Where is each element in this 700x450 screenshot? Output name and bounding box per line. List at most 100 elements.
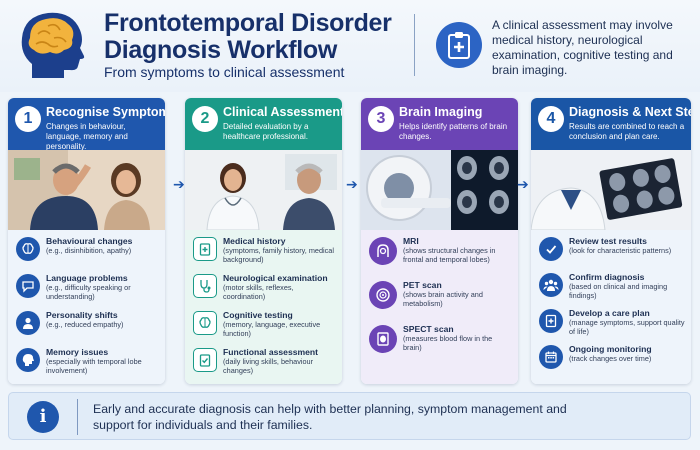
checklist-icon (193, 348, 217, 372)
header-note: A clinical assessment may involve medica… (492, 18, 673, 77)
item-title: Personality shifts (46, 310, 118, 320)
item-description: (manage symptoms, support quality of lif… (569, 318, 685, 336)
brain-icon (193, 311, 217, 335)
medical-clipboard-icon (436, 22, 482, 68)
list-item: Confirm diagnosis(based on clinical and … (539, 272, 685, 308)
step-title: Clinical Assessment (223, 105, 342, 119)
item-description: (track changes over time) (569, 354, 652, 363)
arrow-right-icon: ➔ (173, 176, 185, 192)
item-title: Ongoing monitoring (569, 344, 652, 354)
step-header: 1 Recognise Symptoms Changes in behaviou… (8, 98, 165, 151)
symptom-list: Behavioural changes(e.g., disinhibition,… (8, 230, 165, 384)
list-item: Personality shifts(e.g., reduced empathy… (16, 310, 159, 347)
item-title: Neurological examination (223, 273, 328, 283)
item-title: Functional assessment (223, 347, 319, 357)
step-card-diagnosis-next-steps: 4 Diagnosis & Next Steps Results are com… (531, 98, 691, 384)
list-item: Neurological examination(motor skills, r… (193, 273, 336, 310)
footer-info-box: i Early and accurate diagnosis can help … (8, 392, 691, 440)
brain-icon (16, 237, 40, 261)
check-circle-icon (539, 237, 563, 261)
list-item: Behavioural changes(e.g., disinhibition,… (16, 236, 159, 273)
list-item: Ongoing monitoring(track changes over ti… (539, 344, 685, 380)
item-description: (shows brain activity and metabolism) (403, 290, 483, 308)
item-description: (e.g., reduced empathy) (46, 320, 124, 329)
item-description: (measures blood flow in the brain) (403, 334, 493, 352)
item-title: Medical history (223, 236, 286, 246)
step-title: Diagnosis & Next Steps (569, 105, 691, 119)
step-number: 4 (538, 106, 564, 132)
item-title: MRI (403, 236, 419, 246)
spect-scan-icon (369, 325, 397, 353)
step-title: Brain Imaging (399, 105, 483, 119)
step-card-clinical-assessment: 2 Clinical Assessment Detailed evaluatio… (185, 98, 342, 384)
item-description: (look for characteristic patterns) (569, 246, 672, 255)
illustration-doctor-reviewing-scans (531, 150, 691, 230)
imaging-list: MRI(shows structural changes in frontal … (361, 230, 518, 384)
page-title: Frontotemporal Disorder Diagnosis Workfl… (104, 9, 392, 64)
group-icon (539, 273, 563, 297)
item-title: Confirm diagnosis (569, 272, 645, 282)
step-number: 3 (368, 106, 394, 132)
head-memory-icon (16, 348, 40, 372)
item-title: Language problems (46, 273, 128, 283)
item-title: PET scan (403, 280, 442, 290)
item-description: (memory, language, executive function) (223, 320, 321, 338)
step-header: 3 Brain Imaging Helps identify patterns … (361, 98, 518, 150)
list-item: Medical history(symptoms, family history… (193, 236, 336, 273)
mri-scanner-icon (369, 237, 397, 265)
list-item: Language problems(e.g., difficulty speak… (16, 273, 159, 310)
page-subtitle: From symptoms to clinical assessment (104, 64, 345, 80)
step-card-recognise-symptoms: 1 Recognise Symptoms Changes in behaviou… (8, 98, 165, 384)
arrow-right-icon: ➔ (517, 176, 529, 192)
item-description: (shows structural changes in frontal and… (403, 246, 496, 264)
header-divider (414, 14, 415, 76)
step-header: 2 Clinical Assessment Detailed evaluatio… (185, 98, 342, 150)
footer-divider (77, 399, 78, 435)
list-item: Develop a care plan(manage symptoms, sup… (539, 308, 685, 344)
item-description: (e.g., disinhibition, apathy) (46, 246, 132, 255)
step-title: Recognise Symptoms (46, 105, 165, 119)
step-number: 1 (15, 106, 41, 132)
item-description: (especially with temporal lobe involveme… (46, 357, 142, 375)
step-description: Detailed evaluation by a healthcare prof… (223, 122, 309, 141)
arrow-right-icon: ➔ (346, 176, 358, 192)
item-description: (daily living skills, behaviour changes) (223, 357, 314, 375)
assessment-list: Medical history(symptoms, family history… (185, 230, 342, 384)
care-plan-icon (539, 309, 563, 333)
speech-bubble-icon (16, 274, 40, 298)
illustration-worried-patient-and-companion (8, 150, 165, 230)
step-number: 2 (192, 106, 218, 132)
item-description: (motor skills, reflexes, coordination) (223, 283, 294, 301)
list-item: MRI(shows structural changes in frontal … (369, 236, 512, 280)
illustration-mri-scanner-and-scans (361, 150, 518, 230)
pet-scan-icon (369, 281, 397, 309)
medical-clipboard-icon (193, 237, 217, 261)
step-description: Results are combined to reach a conclusi… (569, 122, 685, 141)
brain-head-logo-icon (21, 12, 85, 78)
item-description: (symptoms, family history, medical backg… (223, 246, 334, 264)
next-steps-list: Review test results(look for characteris… (531, 230, 691, 384)
info-icon: i (27, 401, 59, 433)
item-title: Develop a care plan (569, 308, 650, 318)
stethoscope-icon (193, 274, 217, 298)
step-description: Changes in behaviour, language, memory a… (46, 122, 128, 151)
item-title: Behavioural changes (46, 236, 133, 246)
item-title: Memory issues (46, 347, 109, 357)
list-item: Cognitive testing(memory, language, exec… (193, 310, 336, 347)
item-title: SPECT scan (403, 324, 454, 334)
list-item: Functional assessment(daily living skill… (193, 347, 336, 384)
list-item: Review test results(look for characteris… (539, 236, 685, 272)
item-title: Cognitive testing (223, 310, 293, 320)
step-description: Helps identify patterns of brain changes… (399, 122, 508, 141)
item-description: (e.g., difficulty speaking or understand… (46, 283, 131, 301)
step-header: 4 Diagnosis & Next Steps Results are com… (531, 98, 691, 150)
list-item: PET scan(shows brain activity and metabo… (369, 280, 512, 324)
list-item: SPECT scan(measures blood flow in the br… (369, 324, 512, 368)
header: Frontotemporal Disorder Diagnosis Workfl… (0, 0, 700, 92)
step-card-brain-imaging: 3 Brain Imaging Helps identify patterns … (361, 98, 518, 384)
footer-text: Early and accurate diagnosis can help wi… (93, 402, 567, 432)
calendar-icon (539, 345, 563, 369)
list-item: Memory issues(especially with temporal l… (16, 347, 159, 384)
person-icon (16, 311, 40, 335)
illustration-doctor-consultation (185, 150, 342, 230)
